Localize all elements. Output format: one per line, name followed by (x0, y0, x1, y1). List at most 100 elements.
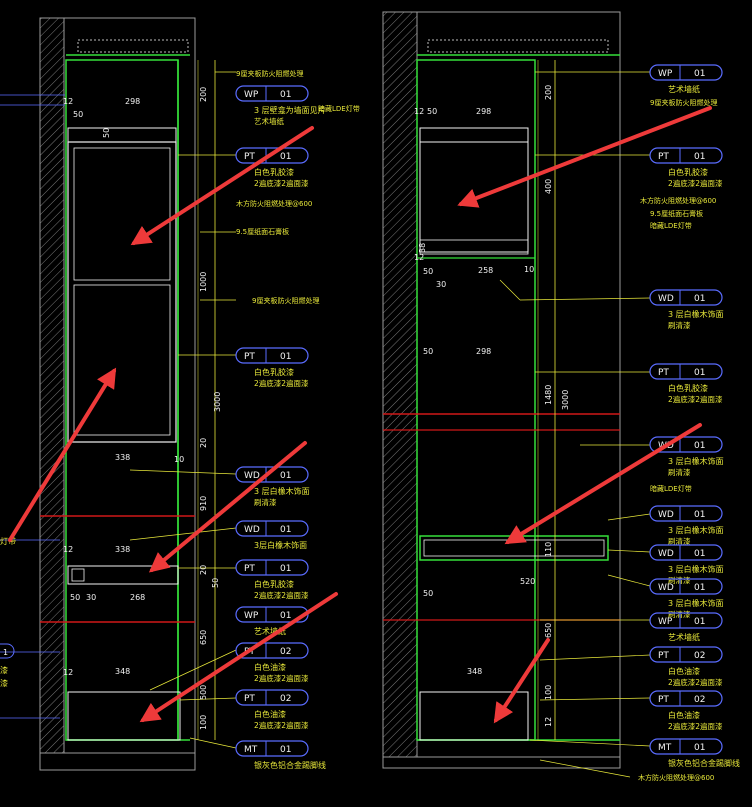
right-tag-note: 3 层白橡木饰面 (668, 525, 724, 535)
right-tag-note2: 刷清漆 (668, 320, 691, 330)
right-note-4: 暗藏LDE灯带 (650, 484, 692, 493)
left-dim-9: 50 (211, 578, 220, 588)
left-dim-22: 12 (63, 668, 73, 677)
right-tag-code: WP (658, 617, 673, 627)
right-tag-note2: 刷清漆 (668, 467, 691, 477)
right-tag-code: WP (658, 69, 673, 79)
left-upper-cabinet (67, 141, 177, 443)
left-dim-11: 338 (115, 545, 130, 554)
left-dim-12: 10 (174, 455, 184, 464)
right-dim-8: 10 (524, 265, 534, 274)
left-tag-note: 白色油漆 (254, 709, 286, 719)
right-tag-note: 3 层白橡木饰面 (668, 564, 724, 574)
left-tag-note: 白色乳胶漆 (254, 579, 294, 589)
right-note-2: 9.5厘纸面石膏板 (650, 209, 703, 218)
right-dim-20: 12 (414, 107, 424, 116)
right-dim-4: 38 (418, 243, 427, 253)
right-tag-note2: 2遍底漆2遍面漆 (668, 394, 723, 404)
arrow-left-3 (148, 441, 307, 573)
right-dim-9: 50 (423, 347, 433, 356)
right-tag-note: 白色乳胶漆 (668, 167, 708, 177)
annotation-arrows (8, 106, 712, 724)
left-dimension-labels: 2985050200100030002091020503383381026850… (63, 87, 222, 730)
right-tag-note2: 2遍底漆2遍面漆 (668, 721, 723, 731)
left-tag-note: 白色乳胶漆 (254, 167, 294, 177)
right-tag-num: 01 (694, 69, 705, 79)
right-dim-12: 3000 (561, 390, 570, 410)
right-tag-note: 艺术墙纸 (668, 84, 700, 94)
right-tag-note: 银灰色铝合金踢脚线 (668, 758, 740, 768)
right-upper-niche-frame (419, 127, 529, 143)
left-tag-note2: 2遍底漆2遍面漆 (254, 720, 309, 730)
right-tag-num: 01 (694, 617, 705, 627)
left-tag-num: 02 (280, 647, 291, 657)
left-tag-num: 01 (280, 525, 291, 535)
left-dim-17: 650 (199, 630, 208, 645)
right-lower-cabinet (419, 691, 529, 741)
left-dim-21: 12 (63, 545, 73, 554)
arrow-left-4 (139, 592, 338, 723)
edge-label-2: 漆 (0, 665, 8, 675)
right-dim-14: 520 (520, 577, 535, 586)
right-tag-num: 01 (694, 368, 705, 378)
right-tag-code: WD (658, 583, 674, 593)
left-tag-note2: 2遍底漆2遍面漆 (254, 590, 309, 600)
edge-label-1: 灯带 (0, 536, 16, 546)
left-tag-note: 3 层白橡木饰面 (254, 486, 310, 496)
arrow-right-3 (493, 638, 550, 724)
left-niche-top-frame (67, 127, 177, 143)
left-tag-num: 01 (280, 611, 291, 621)
left-tag-note: 白色油漆 (254, 662, 286, 672)
left-tag-num: 01 (280, 352, 291, 362)
left-wall-hatch (39, 17, 65, 754)
left-tag-note: 银灰色铝合金踢脚线 (254, 760, 326, 770)
right-upper-niche (419, 141, 529, 253)
left-tag-num: 01 (280, 152, 291, 162)
left-tag-note2: 刷清漆 (254, 497, 277, 507)
left-tag-code: PT (244, 352, 255, 362)
left-tag-4: WD 01 3层白橡木饰面 (235, 520, 309, 550)
right-tag-0: WP 01 艺术墙纸 (649, 64, 723, 94)
right-tag-num: 02 (694, 695, 705, 705)
edge-label-3: 漆 (0, 678, 8, 688)
arrow-left-2 (8, 367, 117, 542)
right-dim-7: 30 (436, 280, 446, 289)
left-tag-note2: 2遍底漆2遍面漆 (254, 673, 309, 683)
right-tag-num: 01 (694, 510, 705, 520)
right-frame (382, 11, 621, 769)
right-tag-note: 白色乳胶漆 (668, 383, 708, 393)
left-dim-10: 338 (115, 453, 130, 462)
right-tag-note2: 刷清漆 (668, 575, 691, 585)
left-dim-7: 910 (199, 496, 208, 511)
arrow-left-1 (130, 126, 314, 246)
left-lower-cabinet (67, 691, 181, 741)
left-tag-note: 白色乳胶漆 (254, 367, 294, 377)
right-tag-note2: 2遍底漆2遍面漆 (668, 178, 723, 188)
right-tag-num: 01 (694, 583, 705, 593)
left-dim-15: 30 (86, 593, 96, 602)
right-dim-18: 100 (544, 685, 553, 700)
left-tag-note2: 艺术墙纸 (254, 116, 284, 126)
left-tag-note: 3层白橡木饰面 (254, 540, 307, 550)
left-tag-code: WD (244, 525, 260, 535)
right-tag-note: 3 层白橡木饰面 (668, 598, 724, 608)
right-dim-6: 50 (423, 267, 433, 276)
arrow-right-1 (457, 106, 712, 208)
right-dim-3: 400 (544, 179, 553, 194)
left-elevation: 2985050200100030002091020503383381026850… (0, 17, 360, 771)
left-tag-note: 艺术墙纸 (254, 626, 286, 636)
left-tag-num: 01 (280, 564, 291, 574)
